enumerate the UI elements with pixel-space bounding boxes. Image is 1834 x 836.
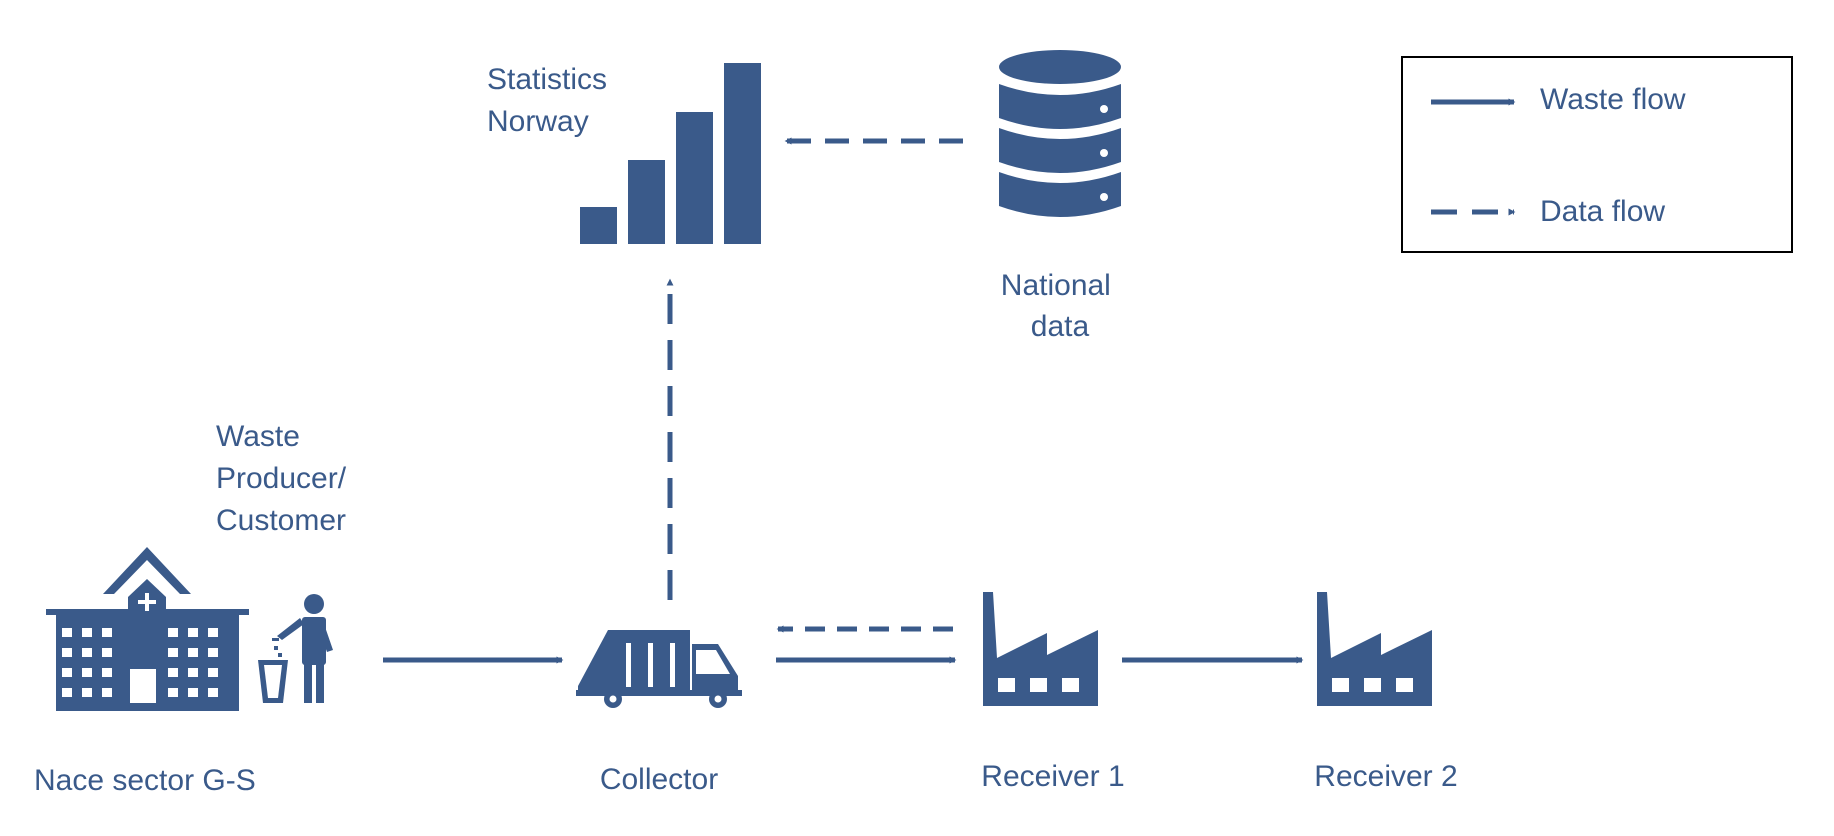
legend: Waste flow Data flow (1401, 56, 1793, 253)
receiver-2-label: Receiver 2 (1314, 760, 1457, 793)
garbage-truck-icon (576, 630, 742, 708)
database-icon (999, 50, 1121, 217)
statistics-label-line-2: Norway (487, 105, 589, 138)
legend-box (1401, 56, 1793, 253)
waste-producer-label-line-2: Producer/ (216, 462, 347, 495)
waste-producer-label: Waste Producer/ Customer (216, 420, 354, 537)
collector-label: Collector (600, 763, 718, 796)
bar-chart-icon (580, 63, 761, 244)
nace-sector-label: Nace sector G-S (34, 764, 256, 797)
waste-producer-label-line-3: Customer (216, 504, 346, 537)
person-trash-icon (258, 594, 333, 703)
national-data-label-line-2: data (1031, 310, 1090, 343)
waste-producer-label-line-1: Waste (216, 420, 300, 453)
national-data-label: National data (1001, 269, 1119, 343)
statistics-label: Statistics Norway (487, 63, 615, 138)
factory-icon (1317, 592, 1432, 706)
statistics-label-line-1: Statistics (487, 63, 607, 96)
national-data-label-line-1: National (1001, 269, 1111, 302)
legend-waste-flow-label: Waste flow (1540, 83, 1686, 116)
factory-icon (983, 592, 1098, 706)
hospital-icon (46, 547, 249, 711)
legend-data-flow-label: Data flow (1540, 195, 1665, 228)
receiver-1-label: Receiver 1 (981, 760, 1124, 793)
